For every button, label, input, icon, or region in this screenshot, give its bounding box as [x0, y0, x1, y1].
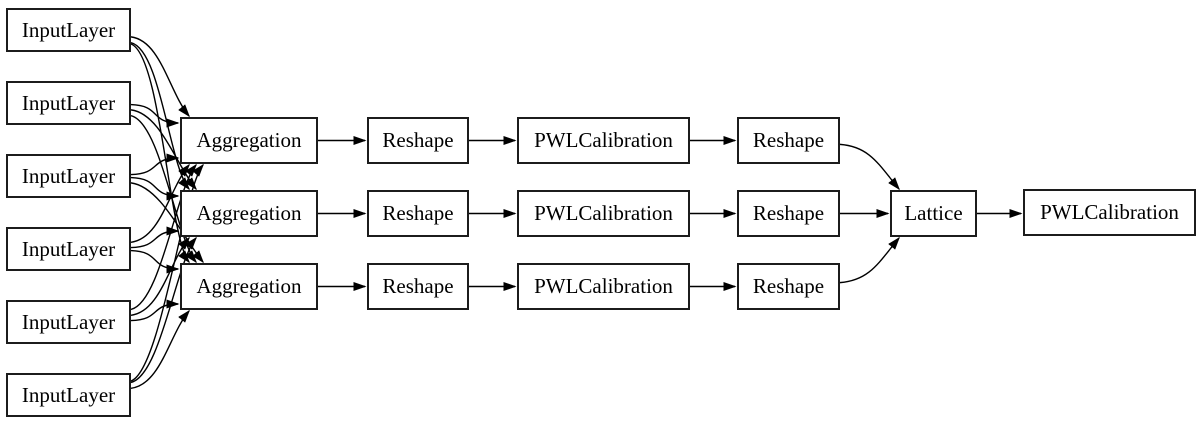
node-rsB3: Reshape [737, 263, 840, 310]
node-label: Reshape [752, 128, 825, 152]
node-label: InputLayer [21, 163, 116, 188]
node-agg1: Aggregation [180, 117, 318, 164]
node-input5: InputLayer [6, 300, 131, 344]
node-rsB1: Reshape [737, 117, 840, 164]
edge-input2-to-agg1 [130, 103, 180, 128]
edge-input3-to-agg3 [130, 182, 204, 264]
node-label: InputLayer [21, 382, 116, 407]
edge-input1-to-agg2 [130, 42, 190, 191]
edge-input4-to-agg1 [130, 163, 190, 243]
node-label: Aggregation [196, 201, 302, 225]
node-pwlA3: PWLCalibration [517, 263, 690, 310]
edge-input3-to-agg1 [130, 153, 180, 176]
node-label: Aggregation [196, 274, 302, 298]
node-input1: InputLayer [6, 8, 131, 52]
node-label: InputLayer [21, 90, 116, 115]
edge-input6-to-agg1 [130, 163, 204, 382]
node-pwlA1: PWLCalibration [517, 117, 690, 164]
edge-input4-to-agg3 [130, 249, 180, 274]
edge-rsB3-to-lattice [839, 236, 900, 284]
node-pwlA2: PWLCalibration [517, 190, 690, 237]
node-label: Lattice [904, 201, 963, 225]
edge-rsB1-to-lattice [839, 143, 900, 191]
node-input2: InputLayer [6, 81, 131, 125]
node-label: InputLayer [21, 17, 116, 42]
node-label: InputLayer [21, 236, 116, 261]
edge-input6-to-agg3 [130, 309, 190, 389]
node-label: PWLCalibration [534, 201, 673, 225]
edge-input6-to-agg2 [130, 236, 197, 384]
node-input6: InputLayer [6, 373, 131, 417]
node-label: PWLCalibration [534, 274, 673, 298]
node-input3: InputLayer [6, 154, 131, 198]
node-label: Aggregation [196, 128, 302, 152]
edge-input2-to-agg2 [130, 109, 197, 191]
node-label: Reshape [752, 274, 825, 298]
node-rsB2: Reshape [737, 190, 840, 237]
node-label: Reshape [382, 128, 454, 152]
node-pwlOut: PWLCalibration [1023, 189, 1196, 236]
node-rsA2: Reshape [367, 190, 469, 237]
node-agg2: Aggregation [180, 190, 318, 237]
node-label: Reshape [752, 201, 825, 225]
node-rsA1: Reshape [367, 117, 469, 164]
node-agg3: Aggregation [180, 263, 318, 310]
edge-input5-to-agg1 [130, 163, 197, 311]
node-label: PWLCalibration [534, 128, 673, 152]
edge-input5-to-agg2 [130, 236, 190, 316]
edge-input1-to-agg1 [130, 36, 190, 118]
node-input4: InputLayer [6, 227, 131, 271]
node-label: PWLCalibration [1040, 200, 1179, 224]
node-lattice: Lattice [890, 190, 977, 237]
node-label: InputLayer [21, 309, 116, 334]
node-rsA3: Reshape [367, 263, 469, 310]
node-label: Reshape [382, 274, 454, 298]
node-label: Reshape [382, 201, 454, 225]
